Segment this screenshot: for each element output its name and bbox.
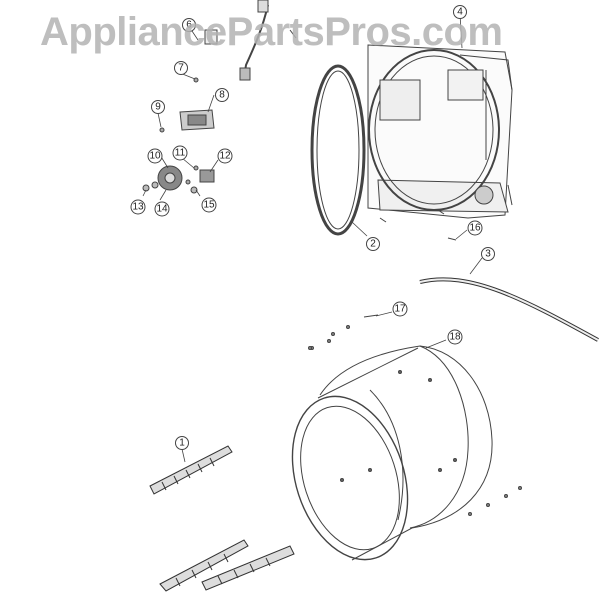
callout-8: 8 bbox=[215, 88, 229, 102]
callout-13: 13 bbox=[130, 199, 146, 215]
callout-1: 1 bbox=[175, 436, 189, 450]
callout-9-label: 9 bbox=[155, 102, 161, 113]
callout-13-label: 13 bbox=[132, 202, 144, 213]
callout-2-label: 2 bbox=[370, 239, 376, 250]
callout-11: 11 bbox=[172, 145, 188, 161]
callout-11-label: 11 bbox=[175, 148, 186, 159]
callout-6: 6 bbox=[182, 18, 196, 32]
callout-18: 18 bbox=[447, 329, 463, 345]
small-hardware-cluster bbox=[142, 77, 215, 194]
callout-14-label: 14 bbox=[156, 204, 168, 215]
callout-4: 4 bbox=[453, 5, 467, 19]
callout-8-label: 8 bbox=[219, 90, 225, 101]
callout-18-label: 18 bbox=[449, 332, 461, 343]
callout-16: 16 bbox=[467, 220, 483, 236]
callout-6-label: 6 bbox=[186, 20, 192, 31]
callout-15-label: 15 bbox=[203, 200, 215, 211]
callout-14: 14 bbox=[154, 201, 170, 217]
callout-3: 3 bbox=[481, 247, 495, 261]
door-seal-ring bbox=[310, 64, 366, 236]
screws bbox=[308, 209, 522, 516]
drum-baffle-2 bbox=[159, 539, 249, 592]
callout-3-label: 3 bbox=[485, 249, 491, 260]
callout-12-label: 12 bbox=[219, 151, 231, 162]
callout-17-label: 17 bbox=[394, 304, 406, 315]
callout-12: 12 bbox=[217, 148, 233, 164]
dryer-drum bbox=[291, 345, 493, 561]
callout-1-label: 1 bbox=[179, 438, 185, 449]
wire-harness bbox=[204, 0, 297, 81]
callout-16-label: 16 bbox=[469, 223, 481, 234]
drum-baffle-3 bbox=[201, 545, 295, 591]
callout-10-label: 10 bbox=[149, 151, 161, 162]
callout-10: 10 bbox=[147, 148, 163, 164]
drum-seal-strip bbox=[419, 277, 599, 342]
front-bulkhead-panel bbox=[367, 44, 513, 219]
drum-baffle-1 bbox=[149, 445, 233, 495]
leader-lines bbox=[142, 13, 483, 463]
callout-17: 17 bbox=[392, 301, 408, 317]
callout-15: 15 bbox=[201, 197, 217, 213]
callout-9: 9 bbox=[151, 100, 165, 114]
callout-7-label: 7 bbox=[178, 63, 184, 74]
callout-4-label: 4 bbox=[457, 7, 463, 18]
callout-2: 2 bbox=[366, 237, 380, 251]
callout-7: 7 bbox=[174, 61, 188, 75]
